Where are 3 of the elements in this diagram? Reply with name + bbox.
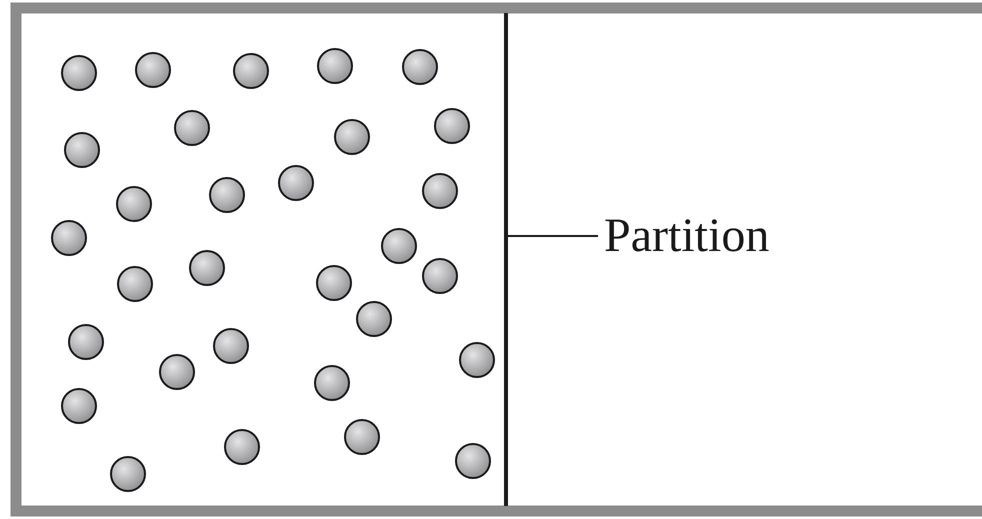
leader-line <box>508 235 598 237</box>
partition-label: Partition <box>604 205 824 267</box>
partition-wall <box>504 13 508 506</box>
